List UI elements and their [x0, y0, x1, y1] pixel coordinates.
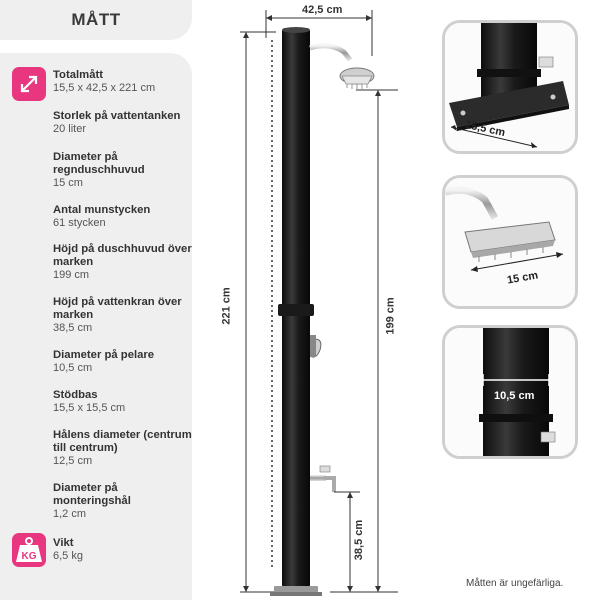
weight-icon-text: KG — [22, 551, 37, 562]
pillar-detail-illustration — [445, 328, 575, 456]
spec-label: Höjd på duschhuvud över marken — [53, 243, 192, 268]
pillar-dimension-label: 10,5 cm — [494, 390, 535, 402]
shower-height-dimension-label: 199 cm — [384, 297, 397, 335]
spec-value: 6,5 kg — [53, 550, 83, 562]
spec-panel: Totalmått 15,5 x 42,5 x 221 cm Storlek p… — [0, 53, 192, 600]
spec-value: 10,5 cm — [53, 362, 93, 374]
width-dimension-label: 42,5 cm — [302, 4, 343, 16]
spec-label: Diameter på pelare — [53, 349, 155, 361]
detail-head: 15 cm — [442, 175, 578, 309]
spec-label: Vikt — [53, 537, 74, 549]
spec-value: 15,5 x 15,5 cm — [53, 402, 126, 414]
spec-nozzles: Antal munstycken 61 stycken — [53, 204, 193, 230]
spec-value: 15,5 x 42,5 x 221 cm — [53, 82, 156, 94]
spec-value: 12,5 cm — [53, 455, 93, 467]
title-tab: MÅTT — [0, 0, 192, 40]
spec-hole-spacing: Hålens diameter (centrum till centrum) 1… — [53, 429, 193, 468]
approximate-note: Måtten är ungefärliga. — [466, 578, 564, 589]
resize-arrows-icon — [12, 67, 46, 101]
spec-value: 38,5 cm — [53, 322, 93, 334]
spec-value: 199 cm — [53, 269, 90, 281]
spec-tap-height: Höjd på vattenkran över marken 38,5 cm — [53, 296, 193, 335]
spec-value: 1,2 cm — [53, 508, 87, 520]
page-title: MÅTT — [71, 10, 121, 29]
spec-tank-size: Storlek på vattentanken 20 liter — [53, 110, 193, 136]
head-detail-illustration — [445, 178, 575, 306]
base-detail-illustration — [445, 23, 575, 151]
detail-pillar: 10,5 cm — [442, 325, 578, 459]
spec-label: Hålens diameter (centrum till centrum) — [53, 429, 192, 454]
tap-height-dimension-label: 38,5 cm — [353, 519, 366, 561]
spec-label: Storlek på vattentanken — [53, 110, 181, 122]
spec-base: Stödbas 15,5 x 15,5 cm — [53, 389, 193, 415]
spec-value: 20 liter — [53, 123, 87, 135]
total-height-dimension-label: 221 cm — [220, 287, 233, 325]
spec-weight: Vikt 6,5 kg — [53, 537, 193, 563]
spec-label: Antal munstycken — [53, 204, 151, 216]
spec-mount-hole: Diameter på monteringshål 1,2 cm — [53, 482, 193, 521]
spec-pillar-diameter: Diameter på pelare 10,5 cm — [53, 349, 193, 375]
product-drawing: 42,5 cm 221 cm 199 cm 38,5 cm — [200, 0, 430, 600]
spec-head-height: Höjd på duschhuvud över marken 199 cm — [53, 243, 193, 282]
spec-label: Diameter på regnduschhuvud — [53, 151, 145, 176]
spec-value: 61 stycken — [53, 217, 106, 229]
spec-label: Totalmått — [53, 69, 103, 81]
spec-value: 15 cm — [53, 177, 83, 189]
weight-kg-icon: KG — [12, 533, 46, 567]
spec-total-size: Totalmått 15,5 x 42,5 x 221 cm — [53, 69, 193, 95]
spec-label: Höjd på vattenkran över marken — [53, 296, 182, 321]
shower-illustration — [240, 10, 398, 596]
detail-base: 15,5 cm — [442, 20, 578, 154]
spec-label: Diameter på monteringshål — [53, 482, 131, 507]
spec-head-diameter: Diameter på regnduschhuvud 15 cm — [53, 151, 193, 190]
spec-label: Stödbas — [53, 389, 98, 401]
